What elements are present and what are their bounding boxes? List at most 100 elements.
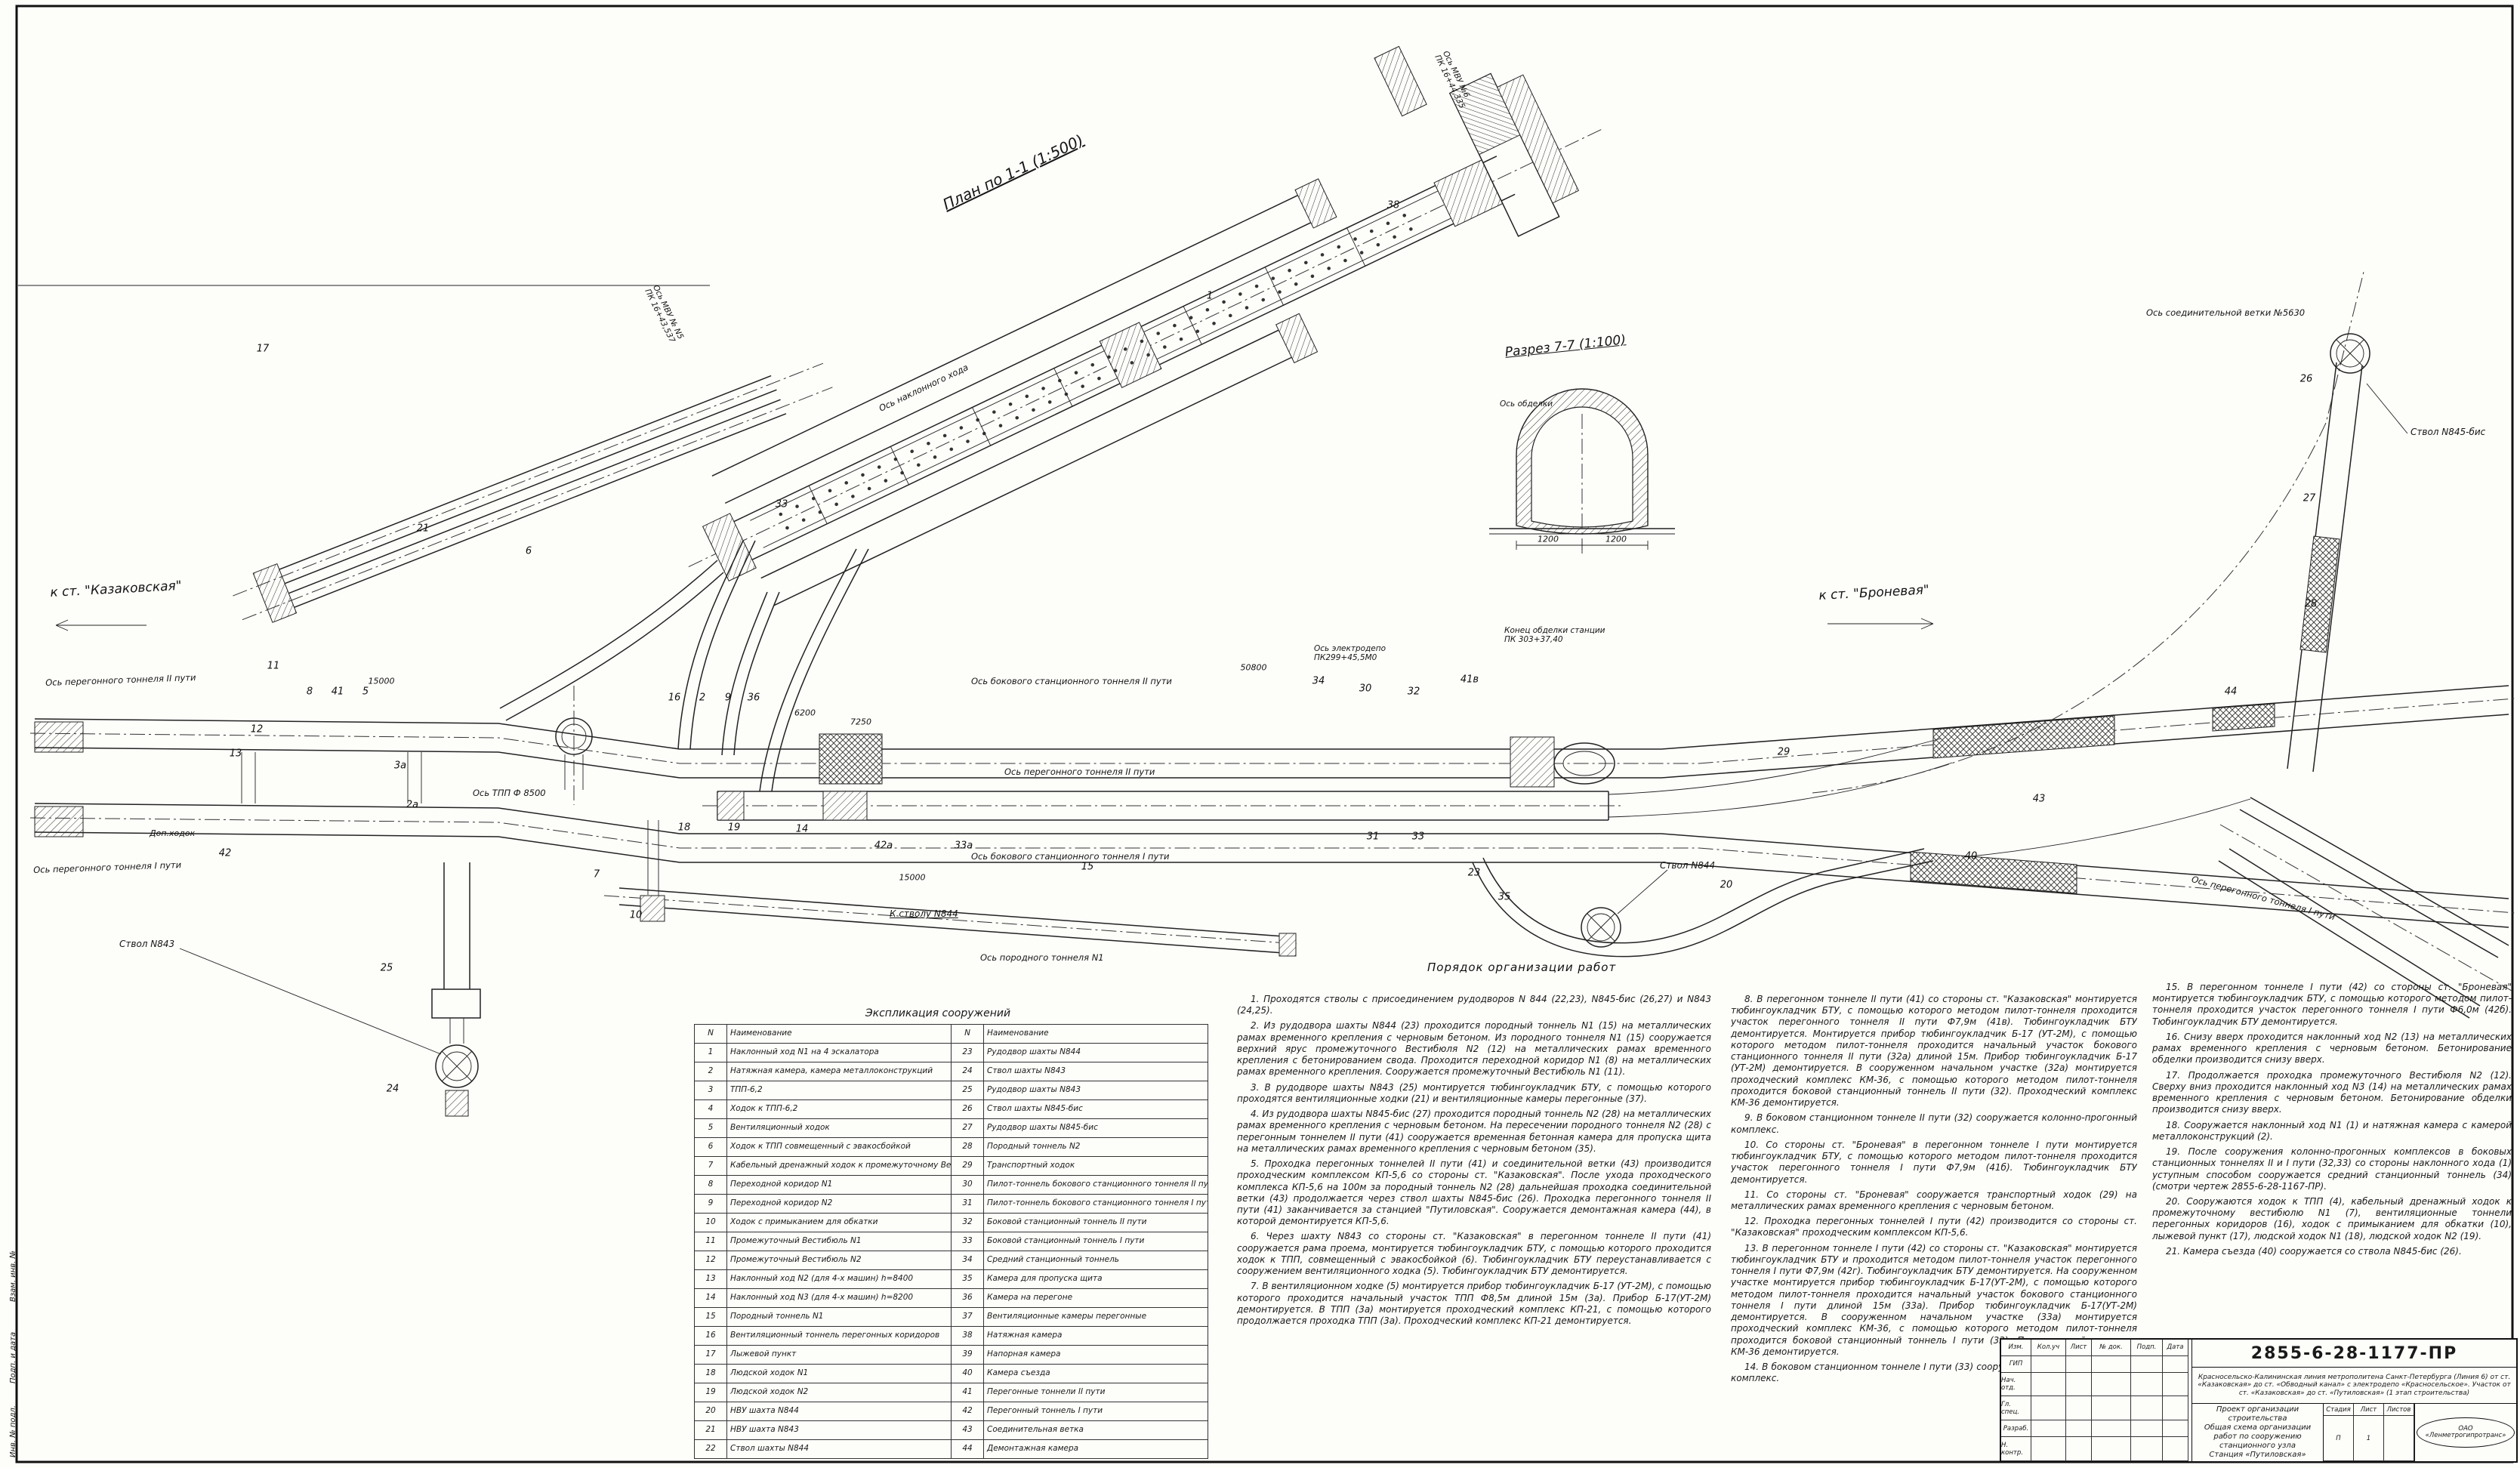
shaft-843-assembly [179, 862, 481, 1117]
work-order-paragraph: 21. Камера съезда (40) сооружается со ст… [2166, 1245, 2462, 1257]
work-order-paragraph: 4. Из рудодвора шахты N845-бис (27) прох… [1237, 1109, 1711, 1154]
callout-8: 8 [306, 686, 313, 698]
station-name: Станция «Путиловская» [2209, 1451, 2306, 1459]
callout-19: 19 [727, 822, 741, 834]
explication-item-number: 42 [951, 1402, 984, 1421]
signature-empty-cell [2163, 1355, 2188, 1373]
explication-item-number: 4 [694, 1099, 727, 1119]
incline-connection-curves [499, 540, 869, 792]
callout-44: 44 [2224, 686, 2238, 698]
explication-item-name: Ствол шахты N843 [983, 1062, 1208, 1081]
organization-cell: ОАО «Ленметрогипротранс» [2415, 1404, 2516, 1461]
axis-line-ii-mid-label: Ось перегонного тоннеля II пути [1004, 766, 1155, 777]
tpp-structure [555, 686, 593, 805]
callout-42а: 42а [874, 840, 893, 852]
explication-item-name: ТПП-6,2 [726, 1081, 952, 1100]
explication-item-number: 23 [951, 1043, 984, 1062]
callout-17: 17 [256, 343, 270, 355]
explication-item-number: 12 [694, 1251, 727, 1270]
explication-item-number: 36 [951, 1288, 984, 1308]
explication-title: Экспликация сооружений [865, 1007, 1011, 1019]
explication-item-number: 14 [694, 1288, 727, 1308]
callout-7250: 7250 [850, 717, 871, 727]
explication-item-number: 26 [951, 1099, 984, 1119]
callout-20: 20 [1720, 879, 1733, 891]
callout-33а: 33а [954, 840, 973, 852]
explication-header: N [951, 1024, 984, 1044]
station-lining-end-label: Конец обделки станции ПК 303+37,40 [1504, 626, 1605, 644]
explication-item-number: 30 [951, 1175, 984, 1195]
loop-shaft-844 [1472, 848, 1934, 958]
explication-item-name: Перегонный тоннель I пути [983, 1402, 1208, 1421]
signature-empty-cell [2031, 1355, 2066, 1373]
explication-item-name: Перегонные тоннели II пути [983, 1383, 1208, 1402]
explication-item-name: Рудодвор шахты N844 [983, 1043, 1208, 1062]
explication-item-number: 24 [951, 1062, 984, 1081]
explication-item-name: Вентиляционный ходок [726, 1118, 952, 1138]
explication-item-number: 16 [694, 1326, 727, 1346]
explication-item-name: Пилот-тоннель бокового станционного тонн… [983, 1194, 1208, 1214]
explication-item-name: Промежуточный Вестибюль N2 [726, 1251, 952, 1270]
explication-item-name: Ходок к ТПП совмещенный с эвакосбойкой [726, 1137, 952, 1157]
explication-item-number: 5 [694, 1118, 727, 1138]
explication-item-name: Напорная камера [983, 1345, 1208, 1365]
explication-item-number: 29 [951, 1156, 984, 1176]
signature-role-cell: ГИП [2001, 1355, 2031, 1373]
callout-10: 10 [629, 909, 643, 921]
shaft-845bis-label: Ствол N845-бис [2411, 427, 2486, 437]
explication-item-number: 1 [694, 1043, 727, 1062]
signature-empty-cell [2066, 1420, 2092, 1438]
callout-40: 40 [1964, 850, 1978, 862]
axis-side-ii-label: Ось бокового станционного тоннеля II пут… [971, 676, 1172, 686]
signature-empty-cell [2031, 1372, 2066, 1397]
explication-item-name: Ствол шахты N845-бис [983, 1099, 1208, 1119]
signature-role-cell: Нач. отд. [2001, 1372, 2031, 1397]
work-order-paragraph: 17. Продолжается проходка промежуточного… [2152, 1069, 2512, 1115]
explication-item-name: Ходок с примыканием для обкатки [726, 1213, 952, 1232]
signature-empty-cell [2031, 1396, 2066, 1421]
signature-header-cell: Дата [2163, 1340, 2188, 1356]
stage-value-cell: 1 [2354, 1416, 2384, 1461]
explication-item-name: Натяжная камера, камера металлоконструкц… [726, 1062, 952, 1081]
explication-item-number: 10 [694, 1213, 727, 1232]
explication-item-name: Ходок к ТПП-6,2 [726, 1099, 952, 1119]
explication-item-name: Породный тоннель N1 [726, 1307, 952, 1327]
explication-header: Наименование [983, 1024, 1208, 1044]
callout-33: 33 [775, 498, 788, 510]
explication-item-number: 20 [694, 1402, 727, 1421]
explication-item-name: Лыжевой пункт [726, 1345, 952, 1365]
callout-2а: 2а [406, 799, 419, 811]
work-order-paragraph: 7. В вентиляционном ходке (5) монтируетс… [1237, 1281, 1711, 1327]
work-order-paragraph: 15. В перегонном тоннеле I пути (42) со … [2152, 982, 2512, 1027]
explication-item-name: НВУ шахта N843 [726, 1420, 952, 1440]
callout-1: 1 [1206, 290, 1214, 302]
inclined-run-plan [688, 45, 1602, 606]
section-7-7 [1489, 388, 1675, 556]
callout-30: 30 [1359, 683, 1372, 695]
station-chambers [717, 733, 1615, 821]
signature-empty-cell [2163, 1372, 2188, 1397]
callout-23: 23 [1467, 867, 1481, 879]
explication-item-number: 32 [951, 1213, 984, 1232]
callout-27: 27 [2303, 492, 2316, 504]
explication-item-name: Людской ходок N2 [726, 1383, 952, 1402]
signature-empty-cell [2163, 1420, 2188, 1438]
sheet-frame [15, 5, 2514, 1463]
explication-item-number: 17 [694, 1345, 727, 1365]
rock-tunnel-n1 [603, 820, 1300, 957]
explication-item-number: 34 [951, 1251, 984, 1270]
explication-item-name: Рудодвор шахты N843 [983, 1081, 1208, 1100]
callout-15000: 15000 [368, 676, 395, 686]
explication-item-name: Породный тоннель N2 [983, 1137, 1208, 1157]
callout-33: 33 [1411, 831, 1425, 843]
axis-branch-label: Ось соединительной ветки №5630 [2146, 307, 2306, 318]
signature-empty-cell [2092, 1372, 2131, 1397]
